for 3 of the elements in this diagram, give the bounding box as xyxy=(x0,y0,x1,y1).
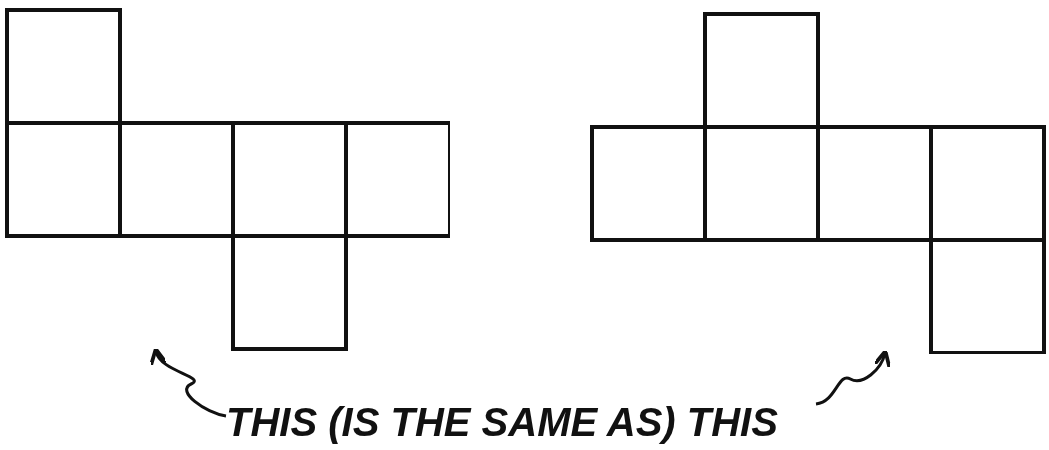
comparison-caption: THIS (IS THE SAME AS) THIS xyxy=(226,402,778,442)
curved-arrow xyxy=(815,349,891,406)
curved-arrow xyxy=(151,347,227,418)
